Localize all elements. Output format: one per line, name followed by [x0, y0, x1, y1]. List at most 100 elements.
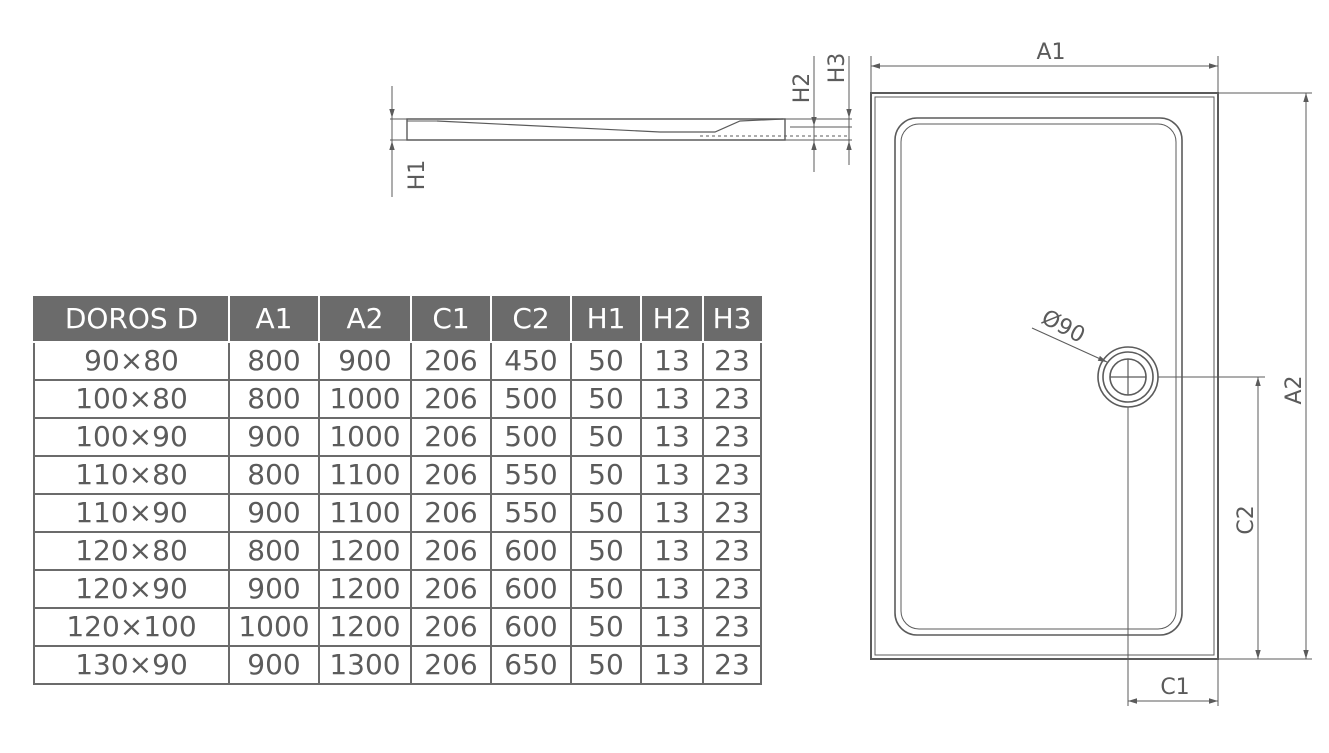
cell-h3: 23 [702, 607, 762, 647]
top-view [870, 56, 1312, 706]
cell-h3: 23 [702, 493, 762, 533]
cell-h2: 13 [640, 341, 704, 381]
cell-model: 110×80 [33, 455, 230, 495]
cell-c2: 600 [490, 569, 572, 609]
table-header-row: DOROS D A1 A2 C1 C2 H1 H2 H3 [33, 296, 762, 343]
cell-a2: 900 [318, 341, 412, 381]
cell-h2: 13 [640, 379, 704, 419]
cell-c1: 206 [410, 607, 492, 647]
cell-h1: 50 [570, 417, 642, 457]
cell-a1: 800 [228, 341, 320, 381]
cell-c1: 206 [410, 341, 492, 381]
col-header-model: DOROS D [33, 296, 230, 343]
cell-c1: 206 [410, 569, 492, 609]
cell-h2: 13 [640, 493, 704, 533]
cell-c1: 206 [410, 417, 492, 457]
cell-a1: 800 [228, 379, 320, 419]
drain-diameter-leader [1031, 327, 1108, 363]
cell-c2: 600 [490, 607, 572, 647]
tray-surface-slope [436, 118, 784, 133]
cell-a1: 900 [228, 493, 320, 533]
label-h2: H2 [790, 73, 815, 104]
col-header-a2: A2 [318, 296, 412, 343]
tray-outer-outline [870, 92, 1219, 660]
cell-a2: 1200 [318, 569, 412, 609]
col-header-c1: C1 [410, 296, 492, 343]
cell-model: 120×100 [33, 607, 230, 647]
cell-a2: 1000 [318, 379, 412, 419]
cell-h3: 23 [702, 531, 762, 571]
cell-h2: 13 [640, 531, 704, 571]
cell-h3: 23 [702, 341, 762, 381]
col-header-a1: A1 [228, 296, 320, 343]
cell-c2: 550 [490, 493, 572, 533]
cell-h2: 13 [640, 645, 704, 685]
cell-model: 100×80 [33, 379, 230, 419]
cell-h1: 50 [570, 569, 642, 609]
cell-a1: 900 [228, 645, 320, 685]
cell-c1: 206 [410, 493, 492, 533]
cell-c2: 600 [490, 531, 572, 571]
cell-h3: 23 [702, 569, 762, 609]
label-a2: A2 [1282, 375, 1307, 404]
cell-c2: 450 [490, 341, 572, 381]
label-a1: A1 [1036, 40, 1065, 65]
col-header-c2: C2 [490, 296, 572, 343]
cell-a2: 1200 [318, 531, 412, 571]
cell-a2: 1000 [318, 417, 412, 457]
cell-a2: 1100 [318, 493, 412, 533]
cell-h1: 50 [570, 645, 642, 685]
cell-model: 120×80 [33, 531, 230, 571]
cell-h2: 13 [640, 607, 704, 647]
cell-a1: 800 [228, 531, 320, 571]
cell-c2: 550 [490, 455, 572, 495]
drain-symbol [1097, 346, 1159, 408]
col-header-h1: H1 [570, 296, 642, 343]
cell-a1: 900 [228, 417, 320, 457]
cell-c2: 650 [490, 645, 572, 685]
cell-c1: 206 [410, 379, 492, 419]
cell-c1: 206 [410, 531, 492, 571]
label-h1: H1 [405, 160, 430, 191]
cell-h1: 50 [570, 341, 642, 381]
cell-model: 120×90 [33, 569, 230, 609]
cell-c2: 500 [490, 379, 572, 419]
cell-h3: 23 [702, 645, 762, 685]
cell-h1: 50 [570, 455, 642, 495]
col-header-h3: H3 [702, 296, 762, 343]
cell-model: 130×90 [33, 645, 230, 685]
cell-h2: 13 [640, 417, 704, 457]
cell-h1: 50 [570, 379, 642, 419]
cell-c2: 500 [490, 417, 572, 457]
cell-h2: 13 [640, 455, 704, 495]
cell-h1: 50 [570, 607, 642, 647]
cell-h2: 13 [640, 569, 704, 609]
side-profile-view [389, 56, 852, 197]
label-c1: C1 [1160, 675, 1189, 700]
cell-h1: 50 [570, 493, 642, 533]
cell-a2: 1300 [318, 645, 412, 685]
cell-model: 100×90 [33, 417, 230, 457]
cell-c1: 206 [410, 455, 492, 495]
cell-a2: 1100 [318, 455, 412, 495]
cell-a1: 900 [228, 569, 320, 609]
cell-model: 90×80 [33, 341, 230, 381]
label-h3: H3 [825, 53, 850, 84]
label-c2: C2 [1234, 505, 1259, 534]
cell-a2: 1200 [318, 607, 412, 647]
cell-model: 110×90 [33, 493, 230, 533]
cell-c1: 206 [410, 645, 492, 685]
cell-h3: 23 [702, 379, 762, 419]
col-header-h2: H2 [640, 296, 704, 343]
